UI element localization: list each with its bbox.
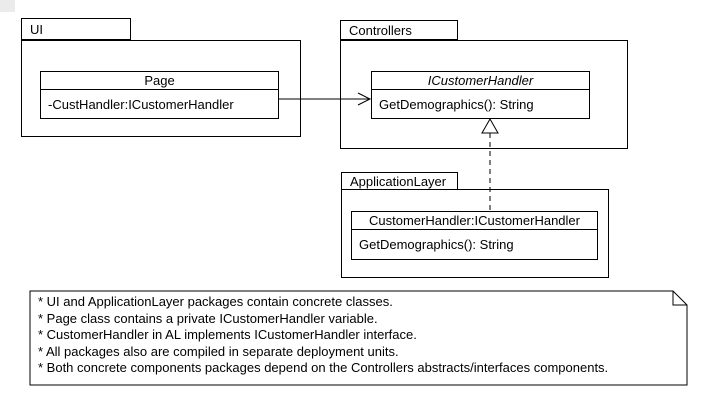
class-page: Page -CustHandler:ICustomerHandler xyxy=(40,71,279,119)
package-tab-ui: UI xyxy=(21,18,131,40)
package-tab-controllers: Controllers xyxy=(340,20,458,40)
note-line: * UI and ApplicationLayer packages conta… xyxy=(38,294,393,309)
package-label-controllers: Controllers xyxy=(349,22,412,38)
note-line: * CustomerHandler in AL implements ICust… xyxy=(38,327,417,342)
note-line: * Page class contains a private ICustome… xyxy=(38,310,378,326)
class-icustomerhandler: ICustomerHandler GetDemographics(): Stri… xyxy=(371,71,590,119)
class-customerhandler: CustomerHandler:ICustomerHandler GetDemo… xyxy=(351,211,598,260)
package-label-applicationlayer: ApplicationLayer xyxy=(350,173,447,189)
package-tab-applicationlayer: ApplicationLayer xyxy=(341,172,458,190)
note-line: * All packages also are compiled in sepa… xyxy=(38,343,399,359)
class-customerhandler-method: GetDemographics(): String xyxy=(359,237,514,252)
package-label-ui: UI xyxy=(30,21,43,37)
note-shape xyxy=(29,290,688,386)
class-page-name: Page xyxy=(41,72,278,90)
realization-hollow-triangle xyxy=(481,117,499,134)
class-icustomerhandler-name: ICustomerHandler xyxy=(372,72,589,90)
note-line: * Both concrete components packages depe… xyxy=(38,360,609,375)
class-page-attribute: -CustHandler:ICustomerHandler xyxy=(48,96,234,112)
class-icustomerhandler-method: GetDemographics(): String xyxy=(379,96,534,112)
association-open-arrowhead xyxy=(357,92,372,106)
note-text: * UI and ApplicationLayer packages conta… xyxy=(38,294,683,377)
class-customerhandler-name: CustomerHandler:ICustomerHandler xyxy=(352,212,597,230)
corner-render-artifact xyxy=(0,0,15,12)
note-fold-icon xyxy=(672,291,687,306)
